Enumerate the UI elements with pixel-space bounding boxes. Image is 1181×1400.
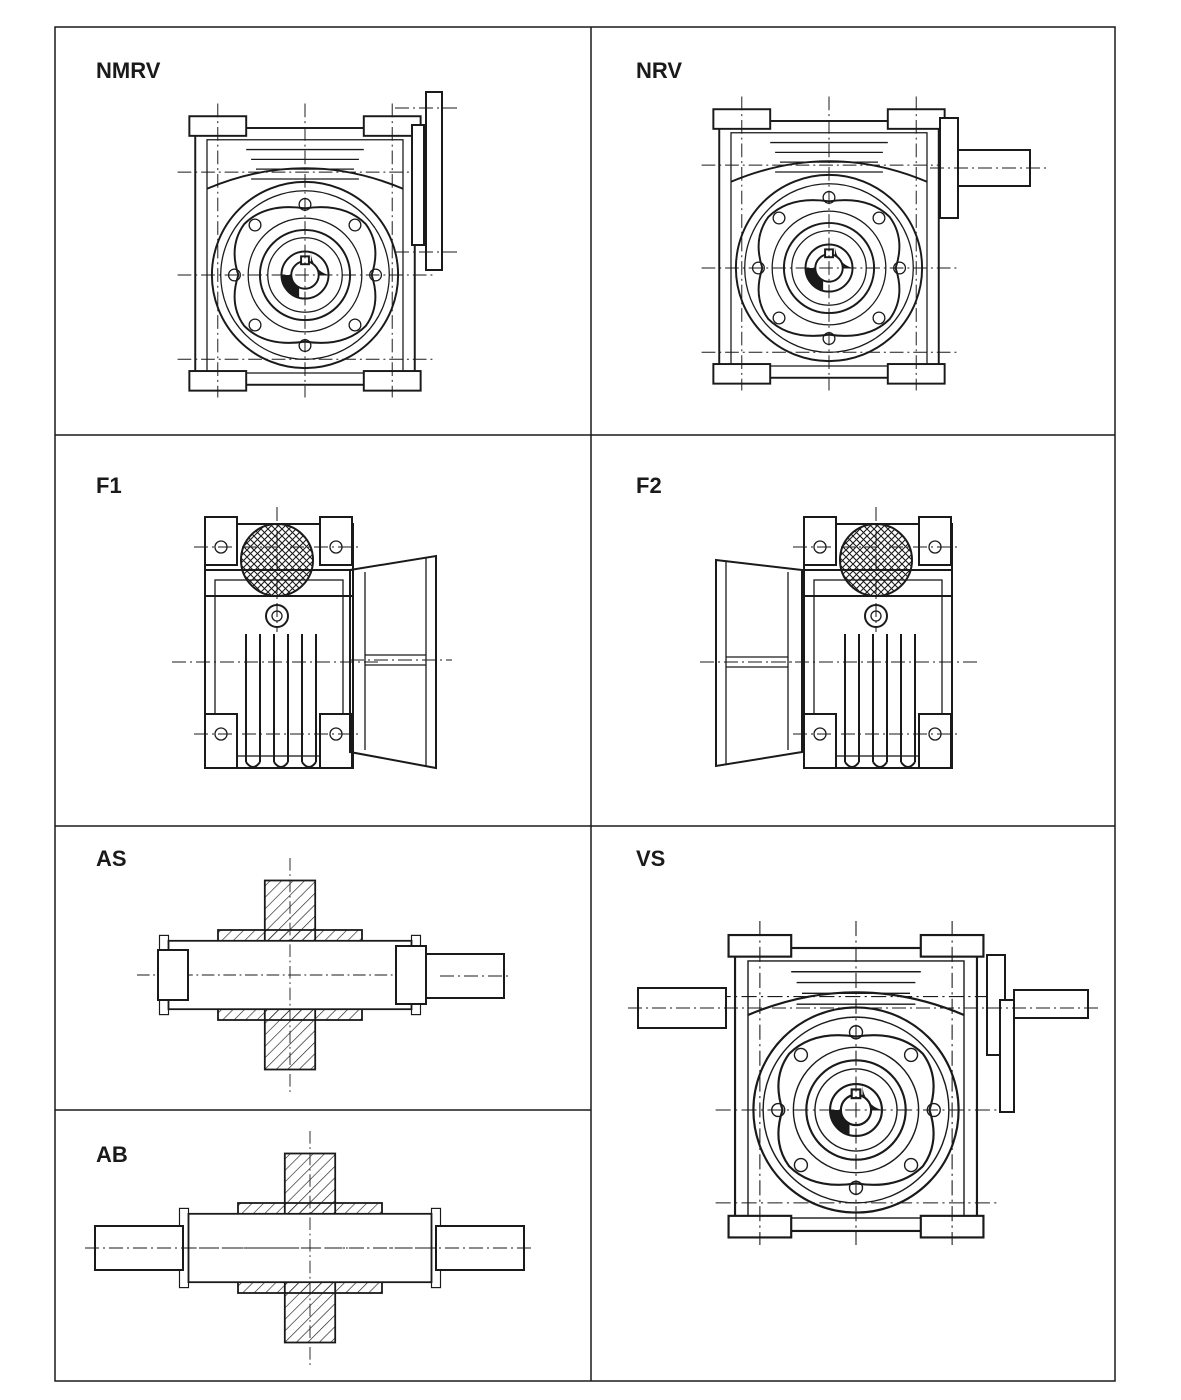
panel-label-ab: AB — [96, 1142, 128, 1167]
panel-label-as: AS — [96, 846, 127, 871]
f1-drawing — [171, 506, 452, 770]
panel-label-f1: F1 — [96, 473, 122, 498]
panel-nrv: NRV — [636, 58, 1048, 392]
nrv-drawing — [700, 95, 1048, 392]
panel-nmrv: NMRV — [96, 58, 458, 399]
grid-frame — [54, 26, 1116, 1382]
ab-drawing — [85, 1130, 535, 1366]
as-drawing — [136, 857, 510, 1093]
panel-as: AS — [96, 846, 510, 1093]
panel-label-nmrv: NMRV — [96, 58, 161, 83]
vs-drawing — [628, 919, 1098, 1247]
f2-drawing — [700, 506, 982, 769]
panel-ab: AB — [85, 1130, 535, 1366]
panel-f1: F1 — [96, 473, 452, 770]
panel-label-nrv: NRV — [636, 58, 682, 83]
panel-f2: F2 — [636, 473, 982, 769]
panel-label-f2: F2 — [636, 473, 662, 498]
nmrv-drawing — [176, 91, 458, 399]
panel-label-vs: VS — [636, 846, 665, 871]
panel-vs: VS — [628, 846, 1098, 1247]
